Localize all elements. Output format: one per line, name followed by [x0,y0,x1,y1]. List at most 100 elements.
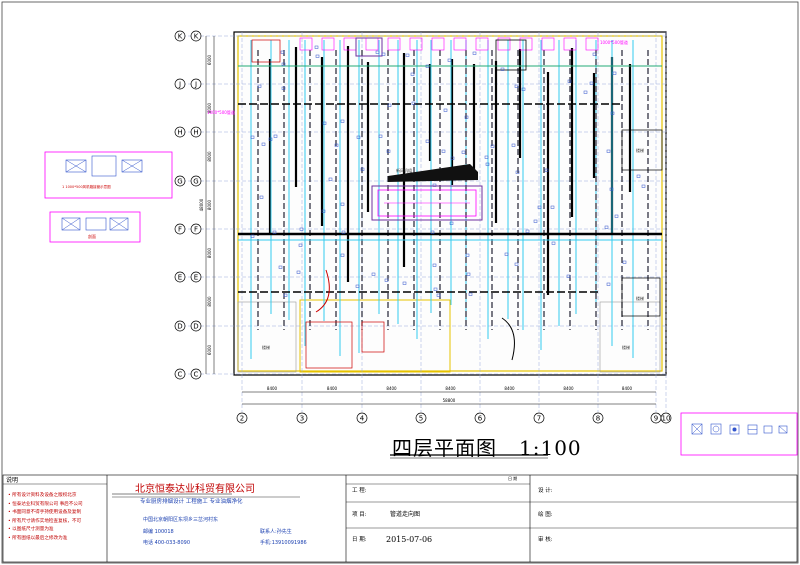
note-line: • 所有图纸以最后之修改为准 [8,535,68,541]
row-axis-label: K [178,33,183,41]
row-axis-label: E [178,274,182,282]
col-axis-label: 5 [419,415,423,423]
diffuser [490,144,495,148]
row-axis-label-dup: C [194,371,199,379]
diffuser [447,58,452,62]
postcode-label: 邮编 [143,529,154,535]
grille-icon [763,425,773,434]
equipment-box [541,37,555,51]
company-slogan: 专业厨房排烟设计 工程施工 专业油烟净化 [140,499,243,505]
diffuser [622,260,627,264]
phone-row: 电话 400-033-8090 [143,541,190,546]
diffuser [433,287,438,291]
row-axis-label: F [178,226,182,234]
diffuser [280,50,285,54]
contact-value: 孙先生 [276,529,292,535]
diffuser [500,67,505,71]
equipment-box [355,37,383,57]
diffuser [636,174,641,178]
equipment-box [321,37,335,51]
row-dimension: 6000 [207,344,212,355]
equipment-box [299,37,313,51]
row-axis-bubble [190,126,202,138]
diffuser [273,134,278,138]
row-dimension: 8000 [207,247,212,258]
note-line: • 书面同意不得手持使用设备及复制 [8,510,82,515]
row-axis-label: J [178,81,181,89]
col-dimension: 8400 [504,386,515,391]
row-axis-bubble [190,223,202,235]
outlet-icon [778,425,788,434]
diffuser [472,51,477,55]
col-axis-label: 10 [662,415,671,423]
diffuser [250,234,255,238]
row-axis-label-dup: G [193,178,198,186]
diffuser [514,84,519,88]
col-axis-bubble [236,412,248,424]
room-label-3: 楼梯 [636,147,644,153]
diffuser [315,54,320,58]
diffuser [261,142,266,146]
row-axis-label: G [177,178,182,186]
diffuser [589,81,594,85]
duct-network [238,37,662,361]
symbol-legend [680,412,798,456]
room-label-1: 楼梯 [262,344,270,350]
col-axis-bubble [474,412,486,424]
row-axis-bubble [190,320,202,332]
diffuser [606,282,611,286]
stair-zones [251,39,663,369]
design-label: 设 计: [538,488,553,494]
row-total-dimension: 48000 [199,198,204,211]
row-axis-label-dup: J [194,81,197,89]
note-line: • 所有设计资料及设备之版权北京 [8,493,77,498]
diffuser [450,156,455,160]
detail-drawing-upper: 1 1000*500风机箱接管示意图 [44,151,173,199]
review-label: 审 核: [538,537,553,543]
col-axis-label: 9 [654,415,658,423]
duct-label-left: 1000*500管道 [207,109,235,115]
diffuser [609,187,614,191]
mobile-row: 手机:13910091986 [260,541,307,546]
row-axis-label: H [177,129,182,137]
equipment-box [495,39,527,71]
date-value: 2015-07-06 [386,535,433,544]
diffuser [567,79,572,83]
equipment-box [497,37,511,51]
diffuser [566,274,571,278]
diffuser [441,149,446,153]
equipment-box [453,37,467,51]
row-axis-bubble [174,223,186,235]
col-axis-label: 8 [596,415,600,423]
diffuser [250,135,255,139]
diffuser [328,177,333,181]
diffuser [533,219,538,223]
total-dimension: 58800 [443,398,456,403]
item-label: 项 目: [352,512,367,518]
diffuser [298,243,303,247]
col-dimension: 8400 [445,386,456,391]
project-label: 工 程: [352,488,367,494]
row-axis-label-dup: D [193,323,198,331]
building-outline [233,31,667,376]
diffuser [515,170,520,174]
diffuser [551,241,556,245]
col-axis-label: 2 [240,415,244,423]
diffuser [504,252,509,256]
detail-caption-lower: 剖面 [88,233,96,239]
company-address: 中国北京朝阳区东坝乡三岔河村东 [143,517,219,523]
diffuser [384,278,389,282]
detail-caption-upper: 1 1000*500风机箱接管示意图 [62,184,111,189]
col-axis-label: 6 [478,415,483,423]
row-axis-label-dup: F [194,226,198,234]
diffuser [378,134,383,138]
note-line: • 以图纸尺寸测量为准 [8,527,54,532]
diffuser [466,272,471,276]
diffuser [375,50,380,54]
diffuser [610,111,615,115]
mobile-value: 13910091986 [271,540,307,546]
diffuser [449,221,454,225]
diffuser [604,225,609,229]
diffuser [432,263,437,267]
